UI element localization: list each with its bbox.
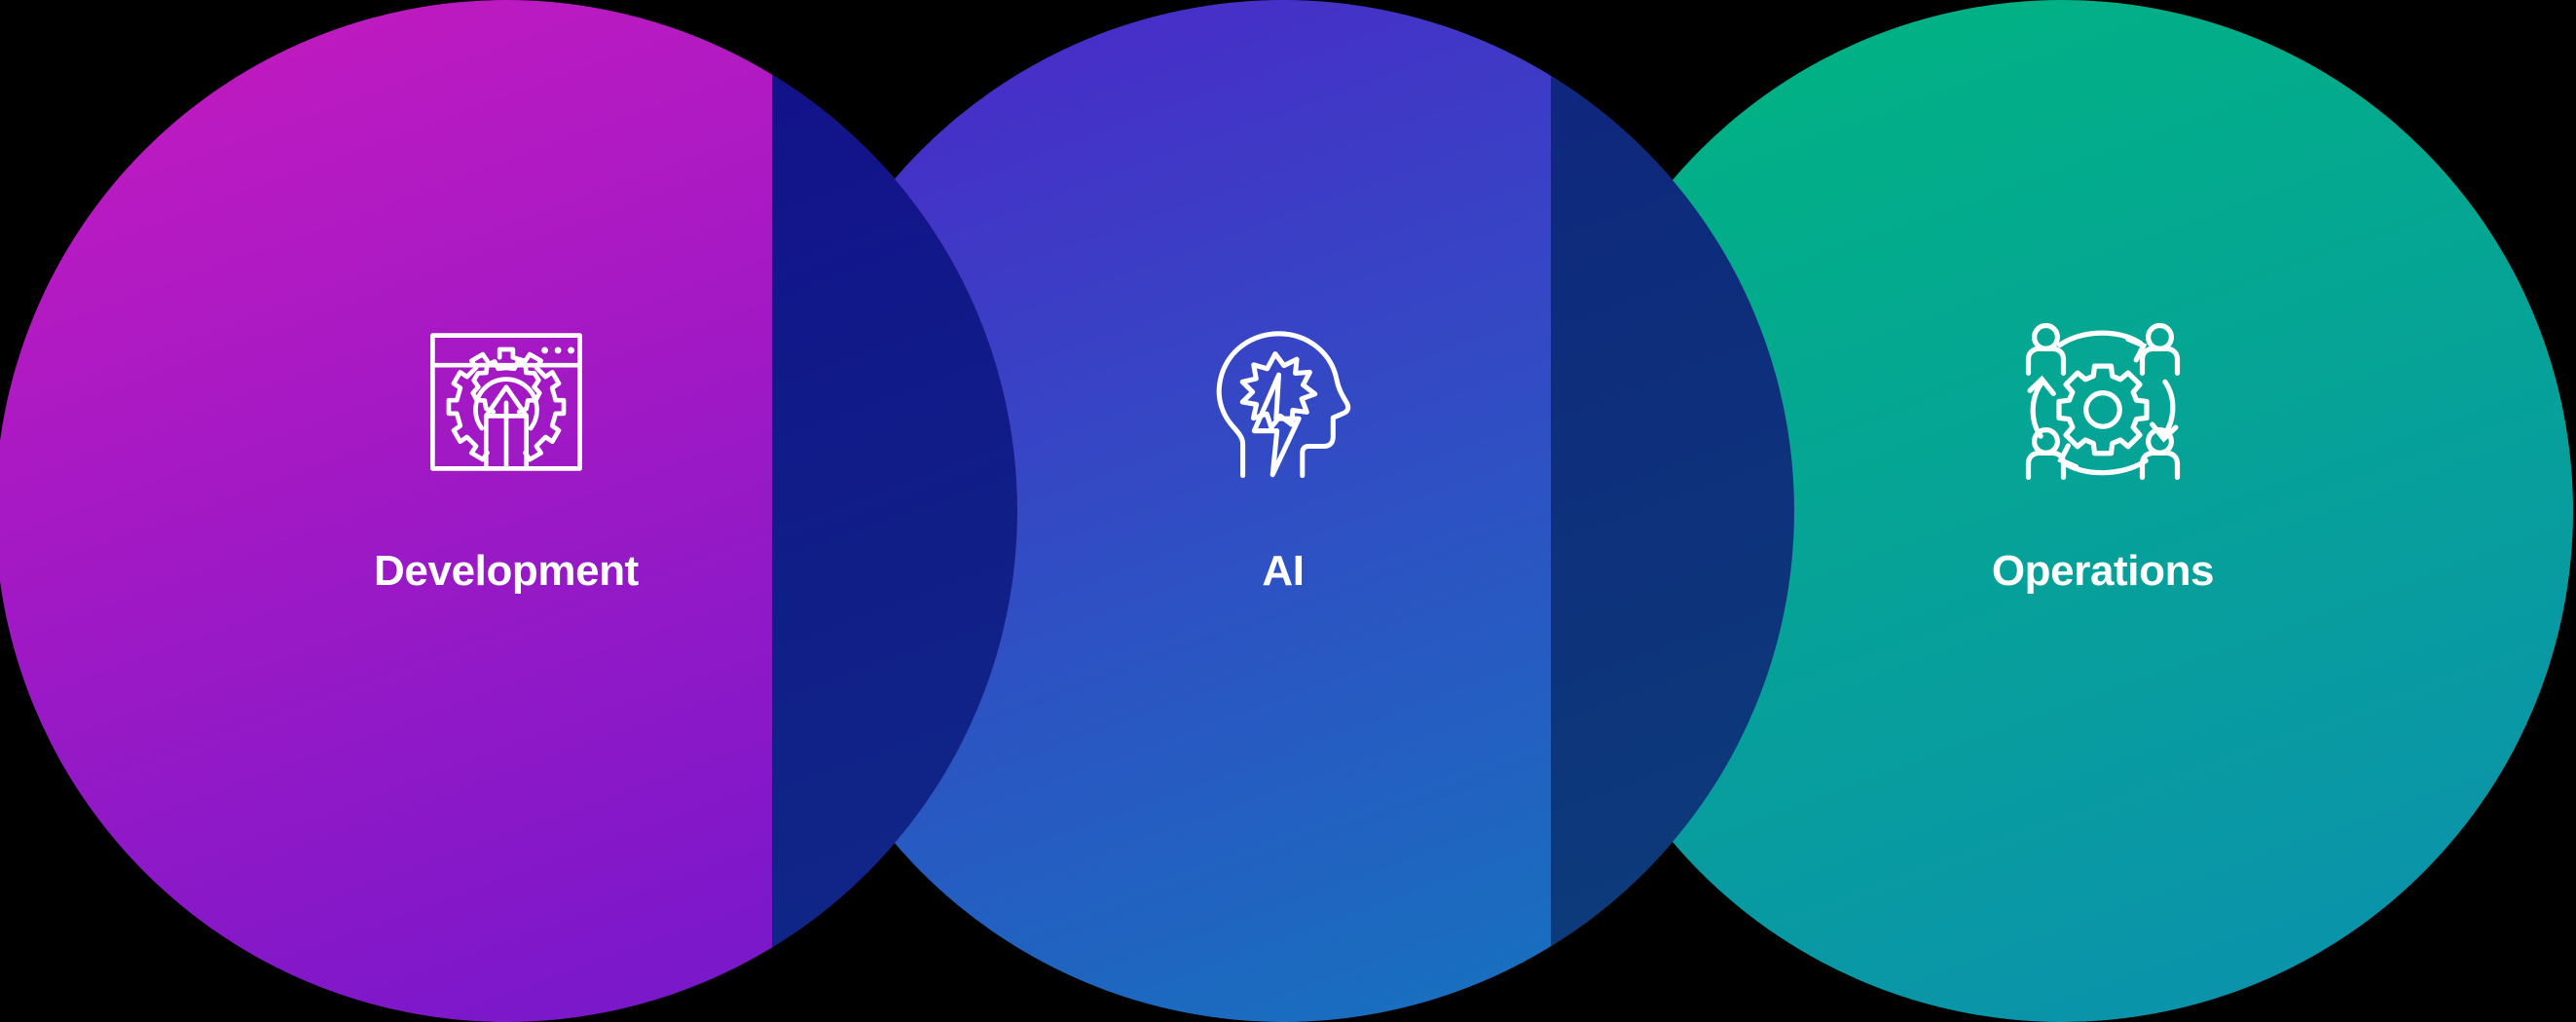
team-gear-cycle-icon [2015,314,2190,490]
venn-label-operations: Operations [1991,547,2215,595]
venn-label-development: Development [374,547,639,595]
venn-overlap-development-ai[interactable] [772,0,1017,1022]
head-lightning-brain-icon [1196,314,1371,490]
venn-overlap-ai-operations[interactable] [1551,0,1794,1022]
browser-gear-arrow-icon [419,314,594,490]
venn-lobe-operations[interactable]: Operations [1898,0,2307,1022]
venn-label-ai: AI [1262,547,1305,595]
venn-lobe-ai[interactable]: AI [1079,0,1488,1022]
venn-lobe-development[interactable]: Development [302,0,711,1022]
